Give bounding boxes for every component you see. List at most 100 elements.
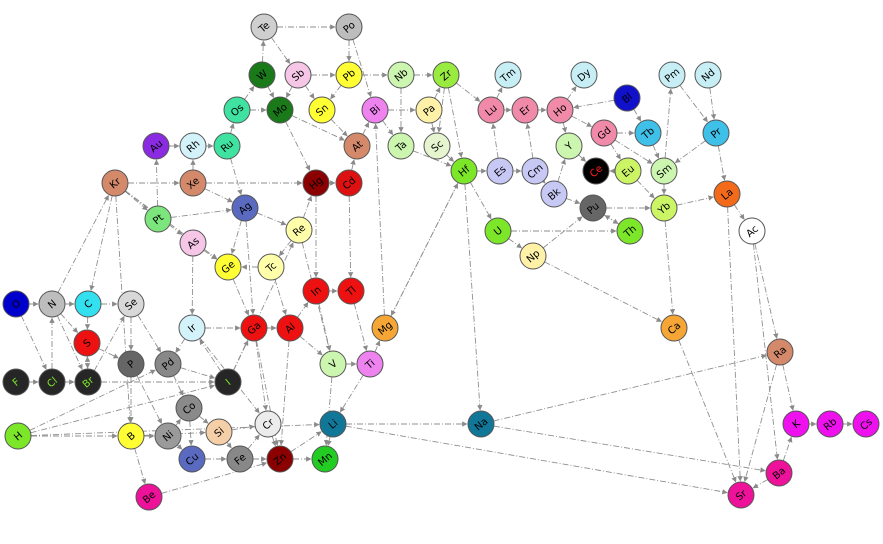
node-pr[interactable]: Pr bbox=[702, 119, 730, 147]
node-i[interactable]: I bbox=[214, 368, 242, 396]
edge-al-in bbox=[297, 302, 309, 318]
node-tm[interactable]: Tm bbox=[494, 61, 522, 89]
node-os[interactable]: Os bbox=[223, 96, 251, 124]
node-eu[interactable]: Eu bbox=[614, 157, 642, 185]
node-v[interactable]: V bbox=[319, 350, 347, 378]
node-si[interactable]: Si bbox=[205, 418, 233, 446]
node-cd[interactable]: Cd bbox=[335, 169, 363, 197]
node-cu[interactable]: Cu bbox=[178, 445, 206, 473]
node-h[interactable]: H bbox=[4, 422, 32, 450]
edge-ag-ge bbox=[230, 220, 242, 255]
node-ba[interactable]: Ba bbox=[765, 459, 793, 487]
node-hg[interactable]: Hg bbox=[302, 169, 330, 197]
node-dy[interactable]: Dy bbox=[570, 61, 598, 89]
node-te[interactable]: Te bbox=[250, 13, 278, 41]
node-es[interactable]: Es bbox=[486, 157, 514, 185]
node-circle-sr bbox=[727, 481, 755, 509]
node-w[interactable]: W bbox=[248, 61, 276, 89]
node-co[interactable]: Co bbox=[175, 394, 203, 422]
node-sc[interactable]: Sc bbox=[423, 132, 451, 160]
node-mo[interactable]: Mo bbox=[266, 96, 294, 124]
node-sn[interactable]: Sn bbox=[308, 96, 336, 124]
node-re[interactable]: Re bbox=[285, 216, 313, 244]
node-nd[interactable]: Nd bbox=[694, 61, 722, 89]
node-ag[interactable]: Ag bbox=[231, 194, 259, 222]
edge-ba-k bbox=[782, 436, 793, 461]
node-nb[interactable]: Nb bbox=[387, 61, 415, 89]
node-kr[interactable]: Kr bbox=[101, 169, 129, 197]
node-s[interactable]: S bbox=[73, 329, 101, 357]
node-bi[interactable]: Bi bbox=[361, 96, 389, 124]
node-au[interactable]: Au bbox=[142, 132, 170, 160]
node-c[interactable]: C bbox=[74, 290, 102, 318]
node-rb[interactable]: Rb bbox=[816, 410, 844, 438]
node-se[interactable]: Se bbox=[117, 290, 145, 318]
edge-i-ir bbox=[199, 339, 222, 372]
node-ac[interactable]: Ac bbox=[738, 217, 766, 245]
node-circle-u bbox=[484, 217, 512, 245]
node-po[interactable]: Po bbox=[335, 13, 363, 41]
node-bl[interactable]: Bl bbox=[613, 84, 641, 112]
node-rh[interactable]: Rh bbox=[179, 132, 207, 160]
node-ru[interactable]: Ru bbox=[213, 132, 241, 160]
node-fe[interactable]: Fe bbox=[226, 445, 254, 473]
node-tb[interactable]: Tb bbox=[634, 119, 662, 147]
node-as[interactable]: As bbox=[179, 229, 207, 257]
node-np[interactable]: Np bbox=[519, 242, 547, 270]
edge-hf-u bbox=[470, 182, 492, 220]
node-al[interactable]: Al bbox=[276, 314, 304, 342]
node-ge[interactable]: Ge bbox=[214, 253, 242, 281]
node-in[interactable]: In bbox=[302, 277, 330, 305]
node-ta[interactable]: Ta bbox=[387, 132, 415, 160]
node-ni[interactable]: Ni bbox=[154, 422, 182, 450]
node-tc[interactable]: Tc bbox=[257, 253, 285, 281]
node-pb[interactable]: Pb bbox=[335, 61, 363, 89]
node-ca[interactable]: Ca bbox=[660, 314, 688, 342]
node-gd[interactable]: Gd bbox=[590, 119, 618, 147]
node-sr[interactable]: Sr bbox=[727, 481, 755, 509]
node-pt[interactable]: Pt bbox=[144, 205, 172, 233]
node-ir[interactable]: Ir bbox=[178, 314, 206, 342]
node-n[interactable]: N bbox=[38, 290, 66, 318]
node-li[interactable]: Li bbox=[319, 410, 347, 438]
node-p[interactable]: P bbox=[117, 350, 145, 378]
node-la[interactable]: La bbox=[713, 180, 741, 208]
node-xe[interactable]: Xe bbox=[179, 169, 207, 197]
node-at[interactable]: At bbox=[343, 132, 371, 160]
node-cm[interactable]: Cm bbox=[521, 157, 549, 185]
node-lu[interactable]: Lu bbox=[477, 96, 505, 124]
node-br[interactable]: Br bbox=[74, 368, 102, 396]
node-yb[interactable]: Yb bbox=[650, 194, 678, 222]
node-ra[interactable]: Ra bbox=[766, 338, 794, 366]
node-b[interactable]: B bbox=[117, 422, 145, 450]
node-pm[interactable]: Pm bbox=[658, 61, 686, 89]
node-na[interactable]: Na bbox=[467, 410, 495, 438]
node-mg[interactable]: Mg bbox=[371, 314, 399, 342]
node-u[interactable]: U bbox=[484, 217, 512, 245]
node-ce[interactable]: Ce bbox=[582, 157, 610, 185]
node-er[interactable]: Er bbox=[511, 96, 539, 124]
node-ga[interactable]: Ga bbox=[240, 314, 268, 342]
node-sb[interactable]: Sb bbox=[284, 61, 312, 89]
node-pa[interactable]: Pa bbox=[415, 96, 443, 124]
node-pd[interactable]: Pd bbox=[154, 350, 182, 378]
node-cr[interactable]: Cr bbox=[254, 410, 282, 438]
node-f[interactable]: F bbox=[2, 368, 30, 396]
node-be[interactable]: Be bbox=[135, 483, 163, 511]
node-zn[interactable]: Zn bbox=[266, 445, 294, 473]
node-y[interactable]: Y bbox=[555, 132, 583, 160]
node-k[interactable]: K bbox=[782, 410, 810, 438]
node-tl[interactable]: Tl bbox=[337, 277, 365, 305]
node-th[interactable]: Th bbox=[616, 217, 644, 245]
node-pu[interactable]: Pu bbox=[579, 194, 607, 222]
node-zr[interactable]: Zr bbox=[432, 61, 460, 89]
node-ti[interactable]: Ti bbox=[356, 350, 384, 378]
node-bk[interactable]: Bk bbox=[540, 180, 568, 208]
node-ho[interactable]: Ho bbox=[546, 96, 574, 124]
node-cs[interactable]: Cs bbox=[852, 410, 880, 438]
node-sm[interactable]: Sm bbox=[650, 157, 678, 185]
node-mn[interactable]: Mn bbox=[311, 445, 339, 473]
node-hf[interactable]: Hf bbox=[450, 157, 478, 185]
node-o[interactable]: O bbox=[2, 290, 30, 318]
node-cl[interactable]: Cl bbox=[38, 368, 66, 396]
